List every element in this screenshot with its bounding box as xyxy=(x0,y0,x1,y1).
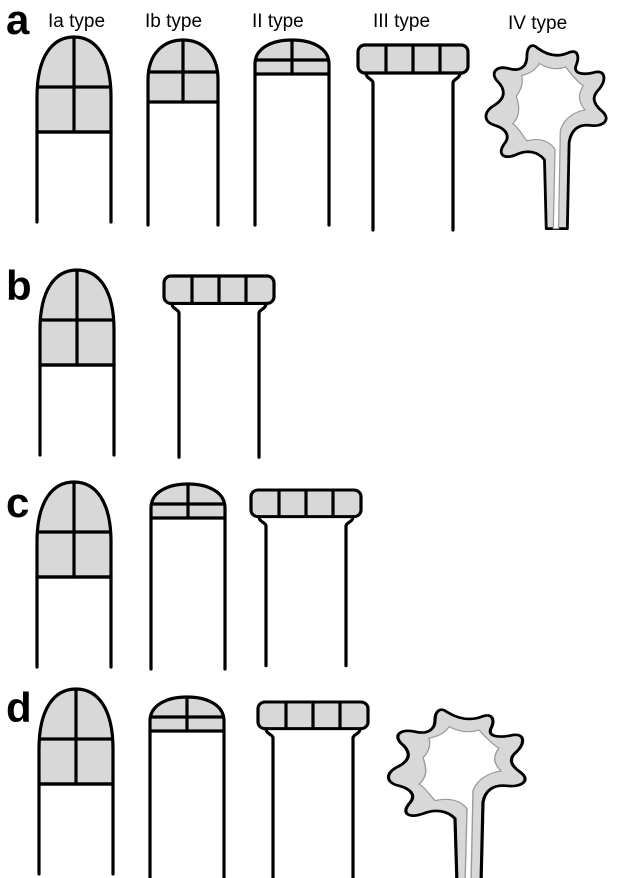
cell-shape-iii xyxy=(251,490,361,666)
cell-shape-ia xyxy=(37,482,111,667)
cell-shape-ia xyxy=(40,270,114,455)
cell-shape-ii xyxy=(255,40,329,225)
cell-shape-iv xyxy=(389,710,526,878)
panel-b xyxy=(40,270,274,457)
cell-shape-ii xyxy=(150,697,224,878)
cell-shape-ia xyxy=(37,37,111,222)
panel-c xyxy=(37,482,361,669)
cell-shape-ib xyxy=(148,40,218,225)
cell-shape-iii xyxy=(258,702,368,878)
panel-a xyxy=(37,37,606,230)
column-label-ia: Ia type xyxy=(48,11,105,32)
panel-letter-b: b xyxy=(6,262,32,309)
column-label-ib: Ib type xyxy=(145,11,202,32)
panel-letter-d: d xyxy=(6,684,32,731)
panel-letter-c: c xyxy=(6,479,29,526)
column-label-ii: II type xyxy=(252,11,304,32)
cell-shape-iii xyxy=(164,276,274,457)
cell-shape-ia xyxy=(39,689,113,874)
column-label-iii: III type xyxy=(373,11,430,32)
column-label-iv: IV type xyxy=(508,13,567,34)
cell-shape-ii xyxy=(151,484,225,669)
cell-shape-iv xyxy=(486,46,606,229)
cell-shape-iii xyxy=(358,45,468,230)
panel-d xyxy=(39,689,525,878)
panel-letter-a: a xyxy=(6,0,30,43)
